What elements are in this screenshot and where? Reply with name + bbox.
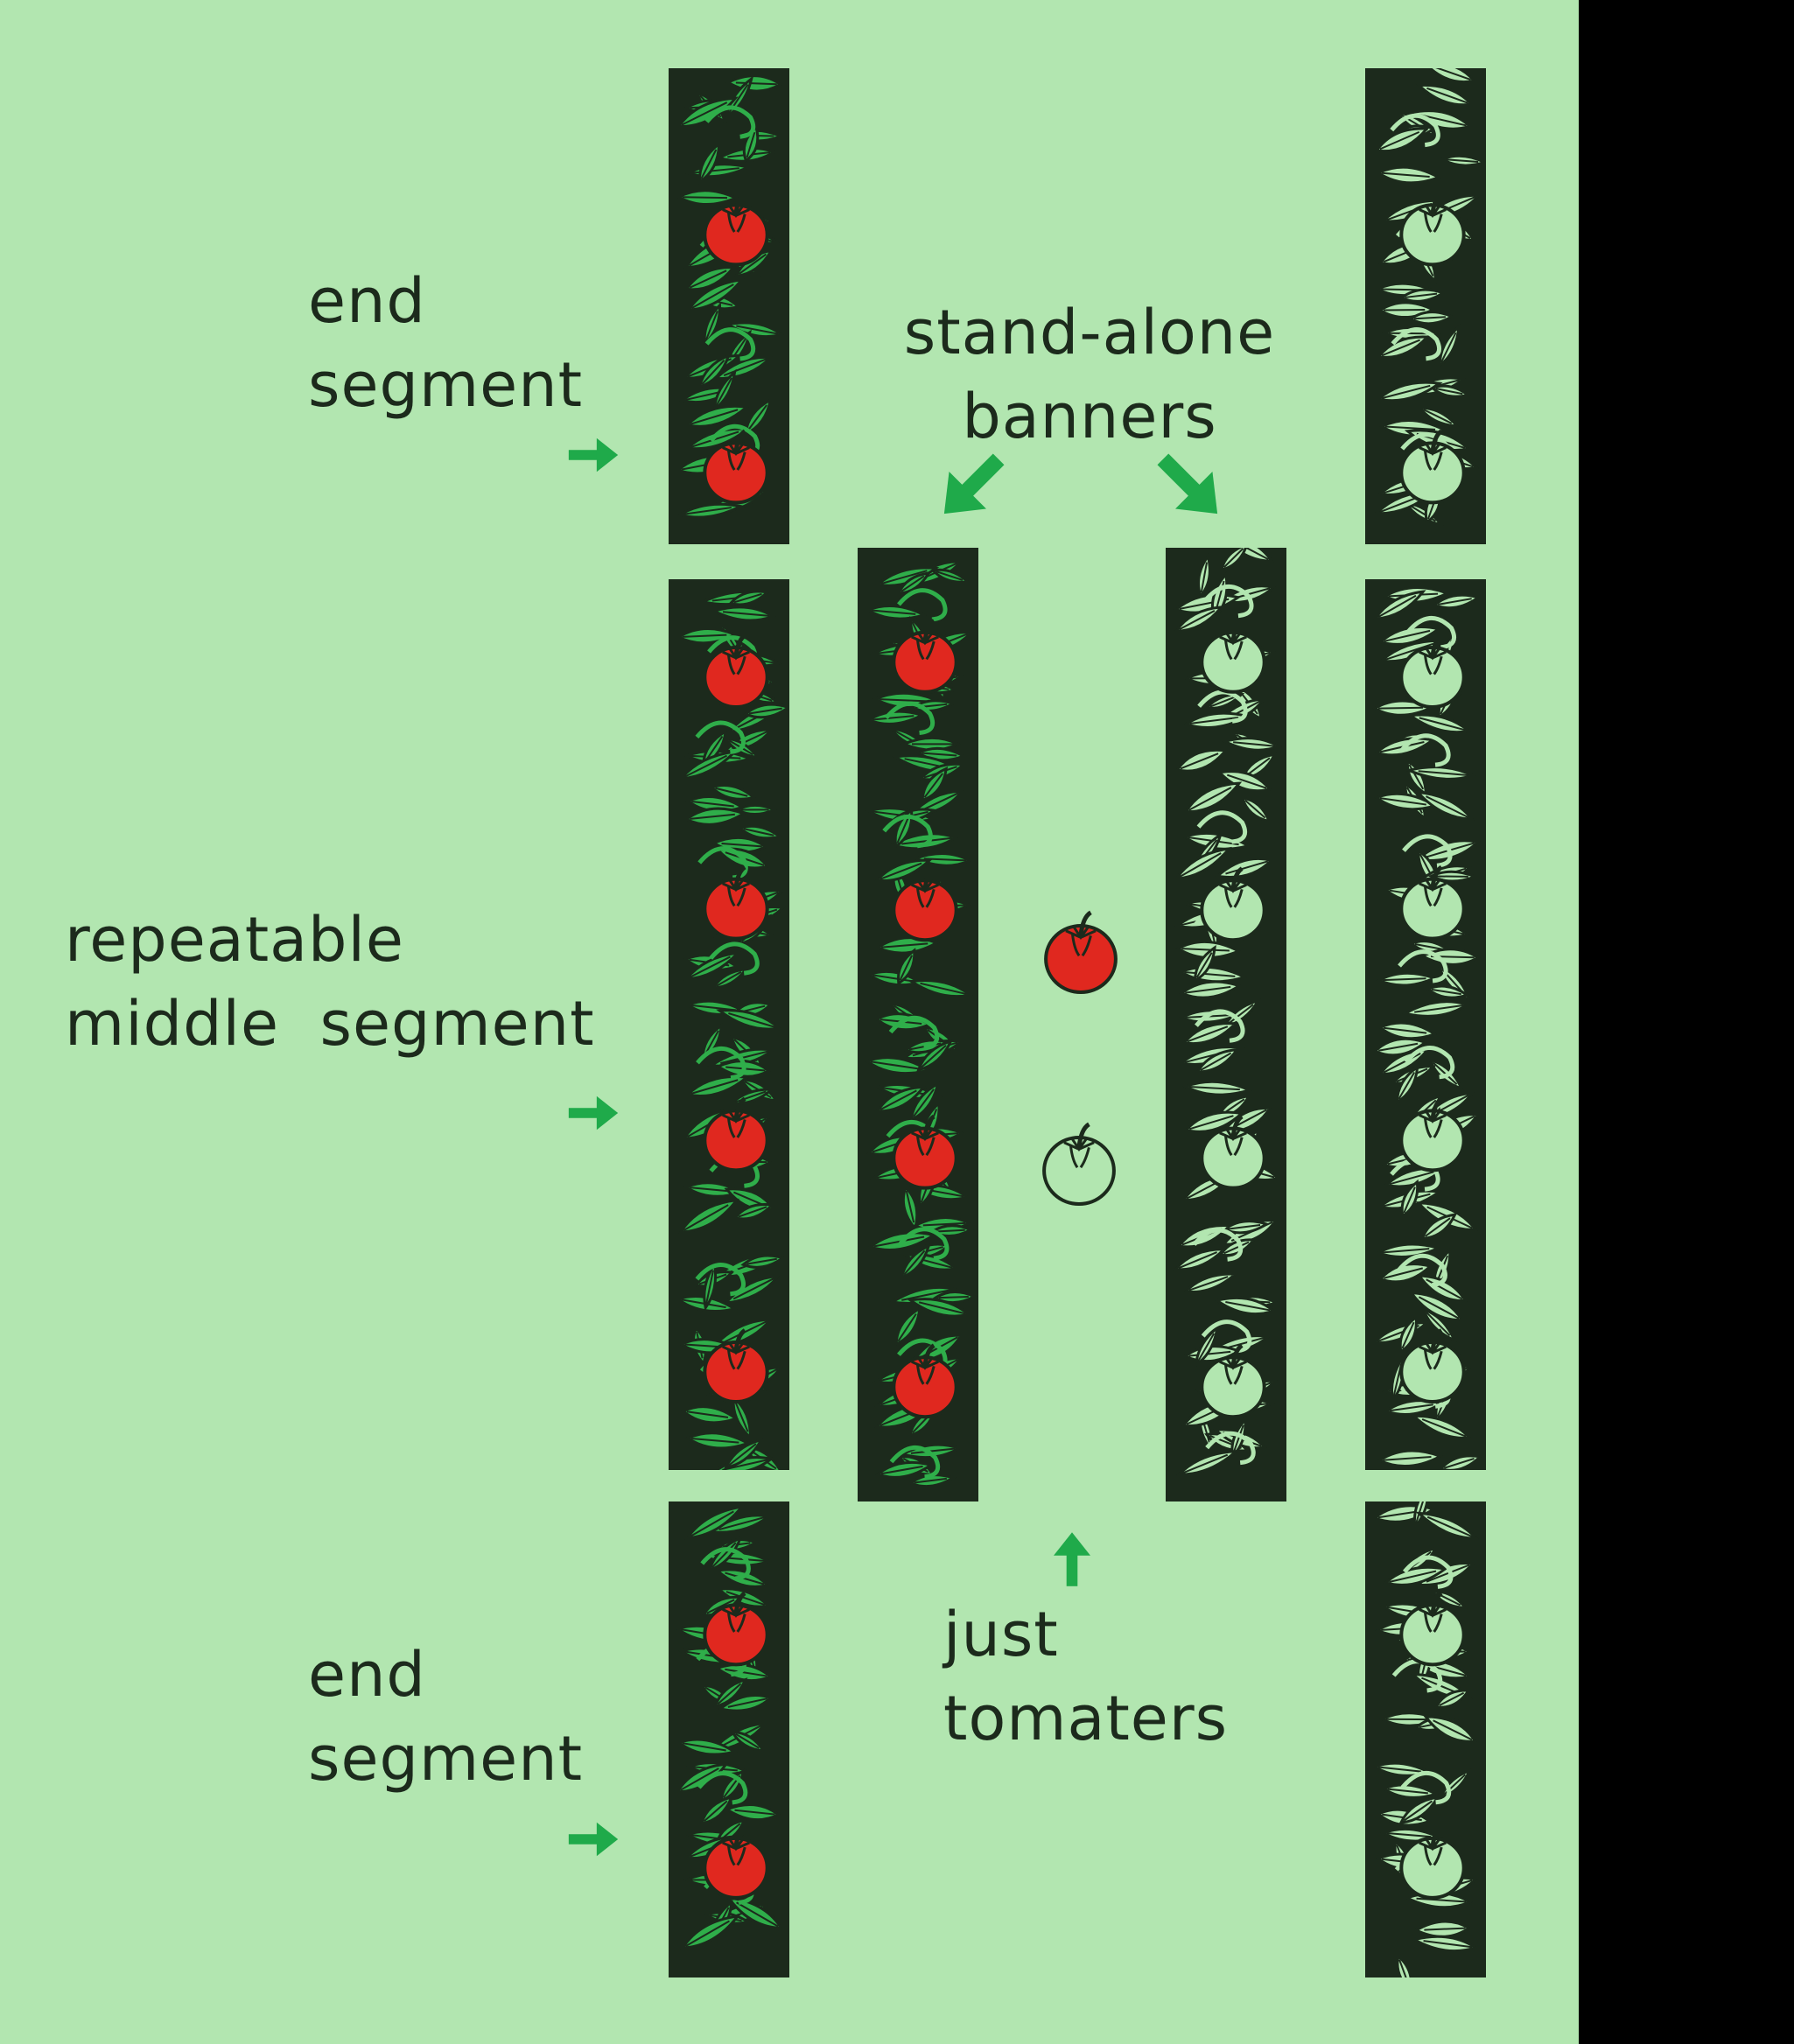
label-line: segment (308, 349, 584, 421)
repeatable-middle-segment-label: repeatable middle segment (65, 898, 595, 1066)
stand-alone-banners-label: stand-alone banners (901, 290, 1278, 458)
label-line: end (308, 265, 426, 337)
label-line: end (308, 1639, 426, 1711)
arrow-icon (548, 1811, 639, 1867)
tomato-banner-end-bottom (669, 1502, 789, 1978)
bottom-end-segment-label: end segment (308, 1633, 583, 1801)
label-line: banners (962, 381, 1217, 452)
label-line: tomaters (943, 1683, 1229, 1754)
label-line: segment (308, 1723, 584, 1795)
tomato-banner-end-top (669, 68, 789, 544)
label-line: repeatable (65, 904, 404, 976)
outline-banner-middle-segment (1365, 579, 1486, 1470)
stand-alone-banner-outline (1166, 548, 1286, 1502)
arrow-icon (928, 443, 1015, 530)
outline-banner-end-top (1365, 68, 1486, 544)
stand-alone-banner-color (858, 548, 978, 1502)
arrow-icon (1041, 1514, 1103, 1605)
label-line: stand-alone (903, 297, 1276, 368)
top-end-segment-label: end segment (308, 259, 583, 427)
canvas: end segment repeatable middle segment en… (0, 0, 1579, 2044)
tomato-icon (1041, 908, 1120, 996)
label-line: just (943, 1599, 1059, 1670)
tomato-icon (1040, 1120, 1118, 1208)
arrow-icon (548, 427, 639, 483)
just-tomaters-label: just tomaters (943, 1592, 1228, 1760)
outline-banner-end-bottom (1365, 1502, 1486, 1978)
label-line: middle segment (65, 988, 595, 1060)
arrow-icon (548, 1085, 639, 1141)
arrow-icon (1146, 443, 1234, 530)
tomato-banner-middle-segment (669, 579, 789, 1470)
